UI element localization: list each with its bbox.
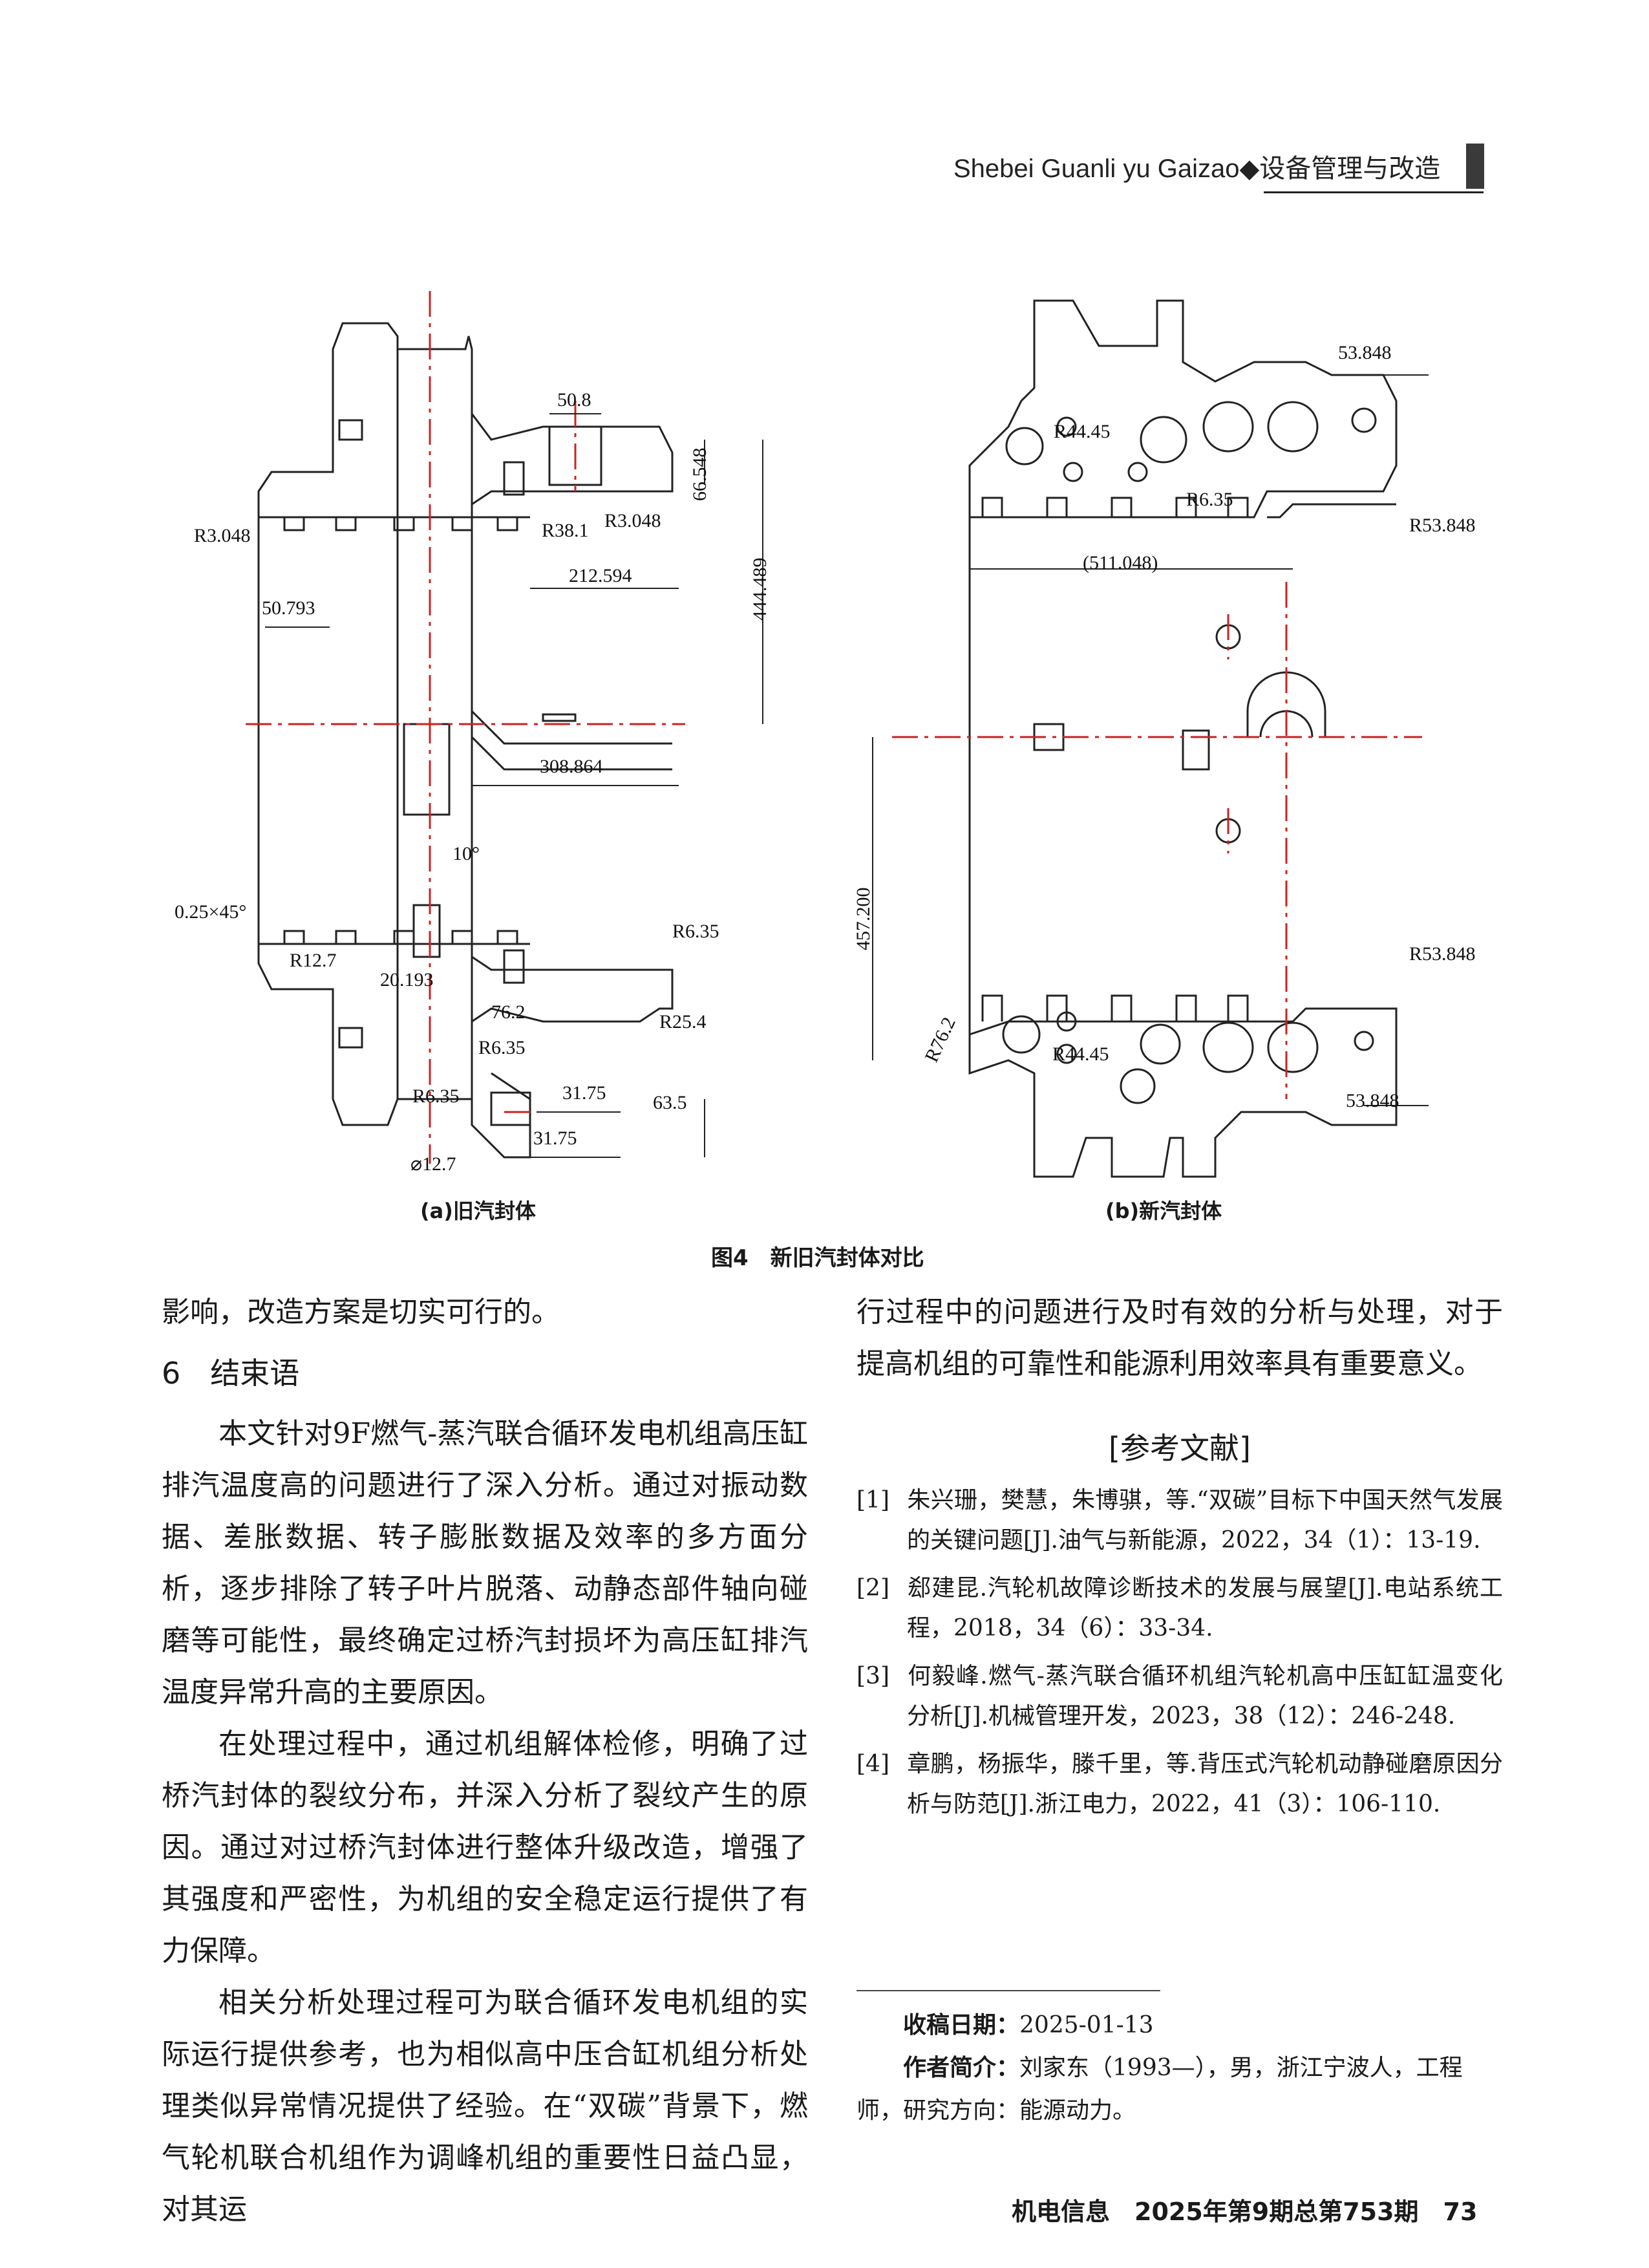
dim-a-11: 0.25×45°	[175, 901, 246, 923]
page-footer: 机电信息 2025年第9期总第753期 73	[1012, 2198, 1478, 2226]
dim-a-14: 20.193	[380, 969, 434, 990]
reference-item: [2]郄建昆.汽轮机故障诊断技术的发展与展望[J].电站系统工程，2018，34…	[856, 1575, 1503, 1642]
centerlines-a	[246, 291, 685, 1164]
left-column: 影响，改造方案是切实可行的。 6 结束语 本文针对9F燃气-蒸汽联合循环发电机组…	[162, 1287, 808, 2236]
dimension-labels-a: 50.8 66.548 R3.048 R38.1 R3.048 212.594 …	[175, 389, 771, 1175]
paragraph: 影响，改造方案是切实可行的。	[162, 1296, 560, 1329]
dim-b-1: 53.848	[1338, 342, 1392, 363]
right-column: 行过程中的问题进行及时有效的分析与处理，对于提高机组的可靠性和能源利用效率具有重…	[856, 1287, 1503, 1832]
dim-a-1: 50.8	[557, 389, 591, 411]
dim-a-9: 308.864	[540, 756, 603, 777]
dim-b-9: R44.45	[1052, 1043, 1109, 1065]
author-bio: 作者简介：刘家东（1993—），男，浙江宁波人，工程师，研究方向：能源动力。	[856, 2055, 1463, 2124]
dim-a-10: 10°	[452, 843, 480, 864]
dim-b-10: 53.848	[1346, 1090, 1399, 1111]
dim-a-4: R38.1	[542, 520, 589, 541]
dim-a-22: ⌀12.7	[410, 1153, 456, 1175]
dim-a-5: R3.048	[604, 510, 661, 531]
dim-a-20: 63.5	[653, 1092, 687, 1113]
dim-a-3: R3.048	[194, 525, 251, 546]
figure-caption: 图4 新旧汽封体对比	[711, 1245, 924, 1271]
paragraph: 相关分析处理过程可为联合循环发电机组的实际运行提供参考，也为相似高中压合缸机组分…	[162, 1986, 808, 2226]
subcaption-a: (a)旧汽封体	[420, 1199, 536, 1223]
dim-a-21: 31.75	[533, 1128, 577, 1149]
paragraph: 行过程中的问题进行及时有效的分析与处理，对于提高机组的可靠性和能源利用效率具有重…	[856, 1296, 1503, 1380]
section-title: 6 结束语	[162, 1356, 300, 1391]
dim-b-3: R6.35	[1186, 489, 1233, 510]
paragraph: 在处理过程中，通过机组解体检修，明确了过桥汽封体的裂纹分布，并深入分析了裂纹产生…	[162, 1728, 808, 1967]
footnote-rule	[856, 1990, 1160, 1991]
reference-item: [4]章鹏，杨振华，滕千里，等.背压式汽轮机动静碰磨原因分析与防范[J].浙江电…	[856, 1751, 1503, 1817]
drawing-b-new-seal	[968, 299, 1398, 1178]
centerlines-b	[892, 582, 1422, 1099]
dim-a-7: 444.489	[749, 558, 771, 621]
dim-a-8: 50.793	[262, 597, 315, 619]
header-rule	[1264, 191, 1484, 193]
figure-4-drawings: 50.8 66.548 R3.048 R38.1 R3.048 212.594 …	[175, 291, 1476, 1178]
dimension-lines-b	[872, 374, 1429, 1106]
article-notes: 收稿日期：2025-01-13 作者简介：刘家东（1993—），男，浙江宁波人，…	[856, 2004, 1503, 2132]
dim-a-19: 31.75	[562, 1082, 606, 1104]
dim-a-16: R25.4	[659, 1011, 707, 1032]
drawing-a-old-seal	[257, 322, 674, 1159]
header-bar	[1466, 144, 1484, 189]
dim-a-15: 76.2	[491, 1001, 526, 1023]
dim-b-7: R53.848	[1409, 943, 1476, 965]
reference-item: [3]何毅峰.燃气-蒸汽联合循环机组汽轮机高中压缸缸温变化分析[J].机械管理开…	[856, 1663, 1503, 1729]
dim-a-13: R6.35	[672, 921, 719, 942]
subcaption-b: (b)新汽封体	[1105, 1199, 1222, 1223]
dim-b-5: (511.048)	[1083, 552, 1158, 573]
dim-a-2: 66.548	[689, 448, 710, 502]
reference-item: [1]朱兴珊，樊慧，朱博骐，等.“双碳”目标下中国天然气发展的关键问题[J].油…	[856, 1487, 1503, 1554]
dim-a-18: R6.35	[412, 1086, 460, 1107]
references-title: [参考文献]	[1109, 1431, 1251, 1466]
running-header: Shebei Guanli yu Gaizao◆设备管理与改造	[953, 155, 1441, 183]
dim-a-6: 212.594	[569, 565, 632, 586]
dim-b-6: 457.200	[853, 888, 874, 951]
dim-a-12: R12.7	[290, 950, 337, 971]
dim-b-2: R44.45	[1054, 421, 1111, 442]
dim-a-17: R6.35	[478, 1037, 526, 1058]
dim-b-4: R53.848	[1409, 515, 1476, 536]
paragraph: 本文针对9F燃气-蒸汽联合循环发电机组高压缸排汽温度高的问题进行了深入分析。通过…	[162, 1417, 808, 1709]
dimension-lines-a	[265, 413, 763, 1158]
dimension-labels-b: 53.848 R44.45 R6.35 R53.848 (511.048) 45…	[853, 342, 1476, 1111]
received-date-line: 收稿日期：2025-01-13	[903, 2012, 1154, 2038]
dim-b-8: R76.2	[920, 1014, 960, 1065]
